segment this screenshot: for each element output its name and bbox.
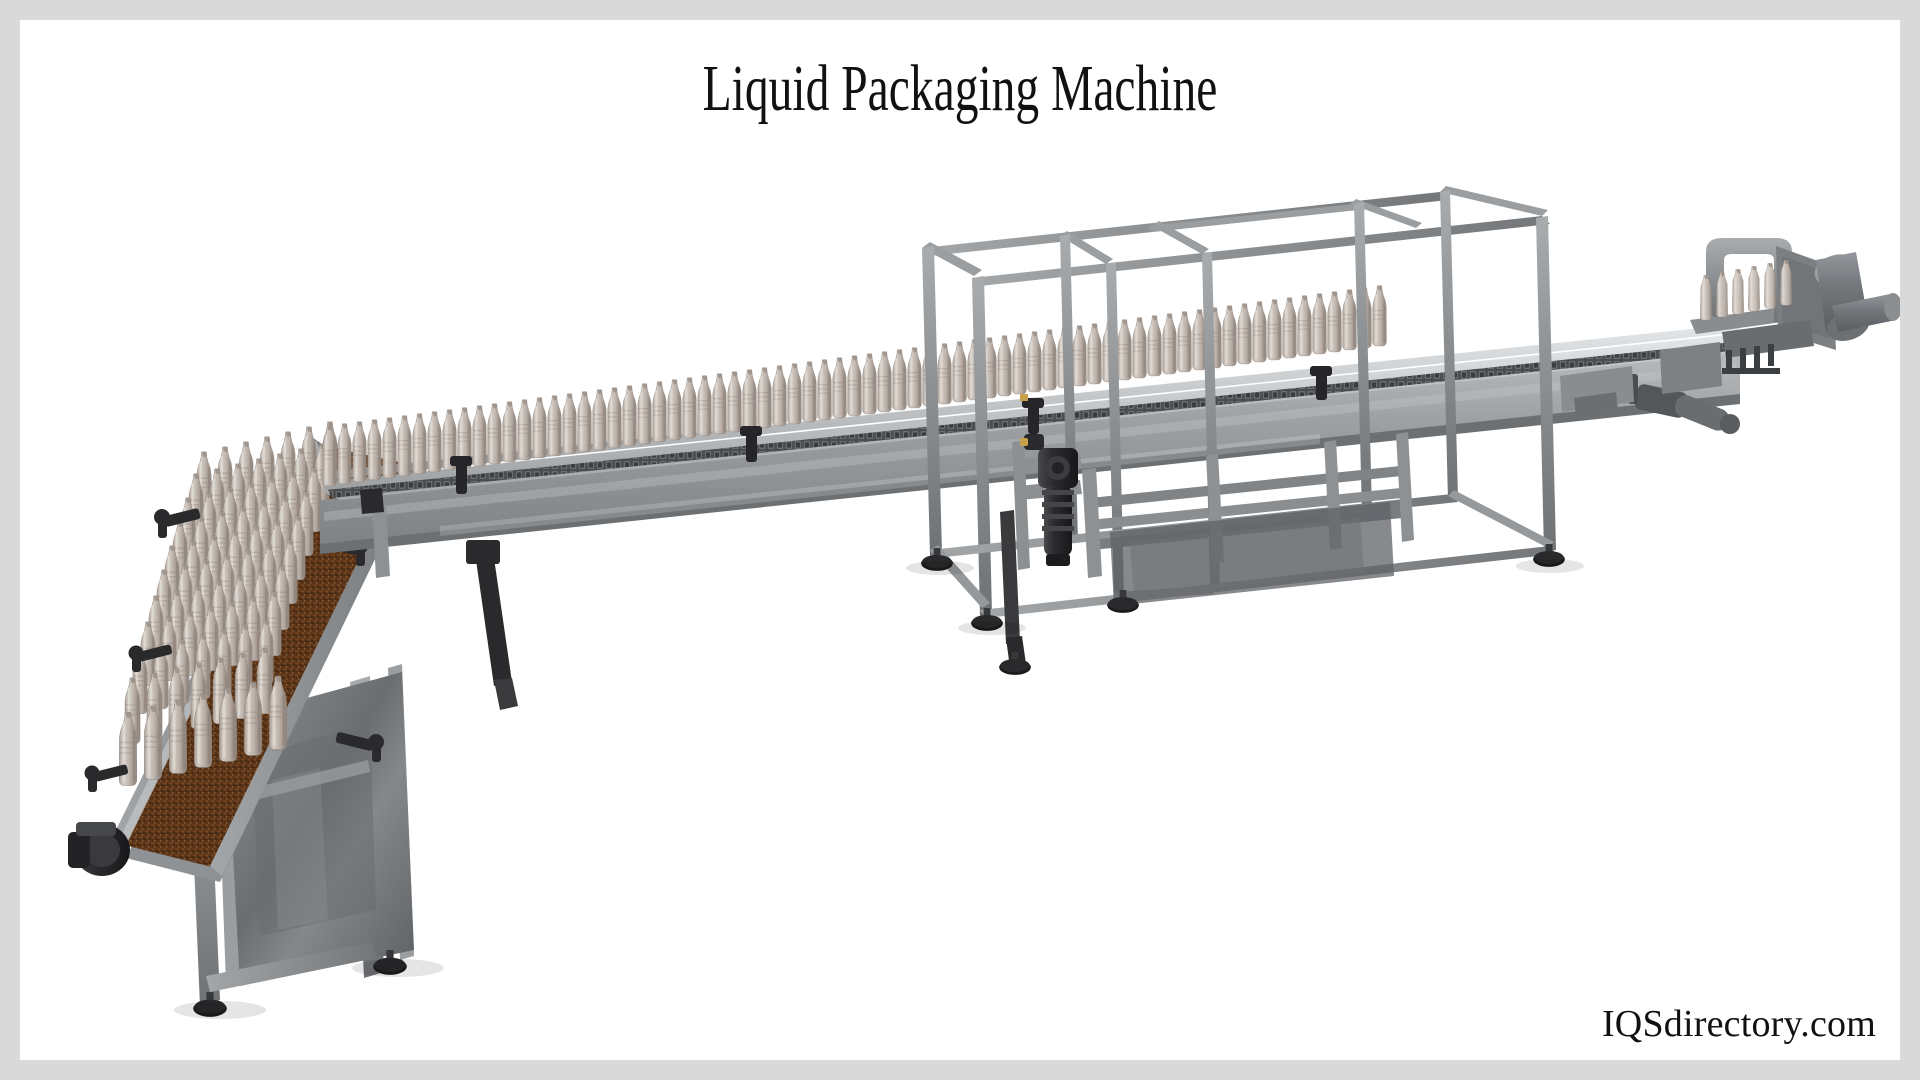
watermark: IQSdirectory.com — [1601, 1003, 1876, 1045]
support-legs — [360, 488, 1031, 710]
cage-upright — [1440, 190, 1458, 500]
infeed-table — [68, 421, 418, 1017]
conveyor-tail — [1560, 342, 1722, 418]
page-title: Liquid Packaging Machine — [702, 52, 1218, 125]
conveyor-leg — [360, 488, 390, 578]
cage-upright — [972, 276, 992, 616]
conveyor-sensors — [450, 366, 1332, 494]
discharge-head — [1690, 238, 1900, 374]
cage-upright — [922, 246, 942, 556]
leveling-foot — [999, 652, 1031, 675]
conveyor-leg — [466, 540, 518, 710]
shadows — [174, 559, 1584, 1019]
cage-inner-frame — [1082, 432, 1414, 606]
cage-upright — [1536, 216, 1556, 552]
discharge-tanks — [1814, 252, 1900, 341]
machine-render — [20, 20, 1900, 1060]
image-canvas: Liquid Packaging Machine — [20, 20, 1900, 1060]
infeed-drive-motor — [68, 822, 130, 876]
cage-upright — [1354, 202, 1372, 514]
gearmotor — [1020, 434, 1078, 566]
conveyor-leg — [999, 510, 1031, 675]
cage-upright — [1106, 262, 1124, 598]
